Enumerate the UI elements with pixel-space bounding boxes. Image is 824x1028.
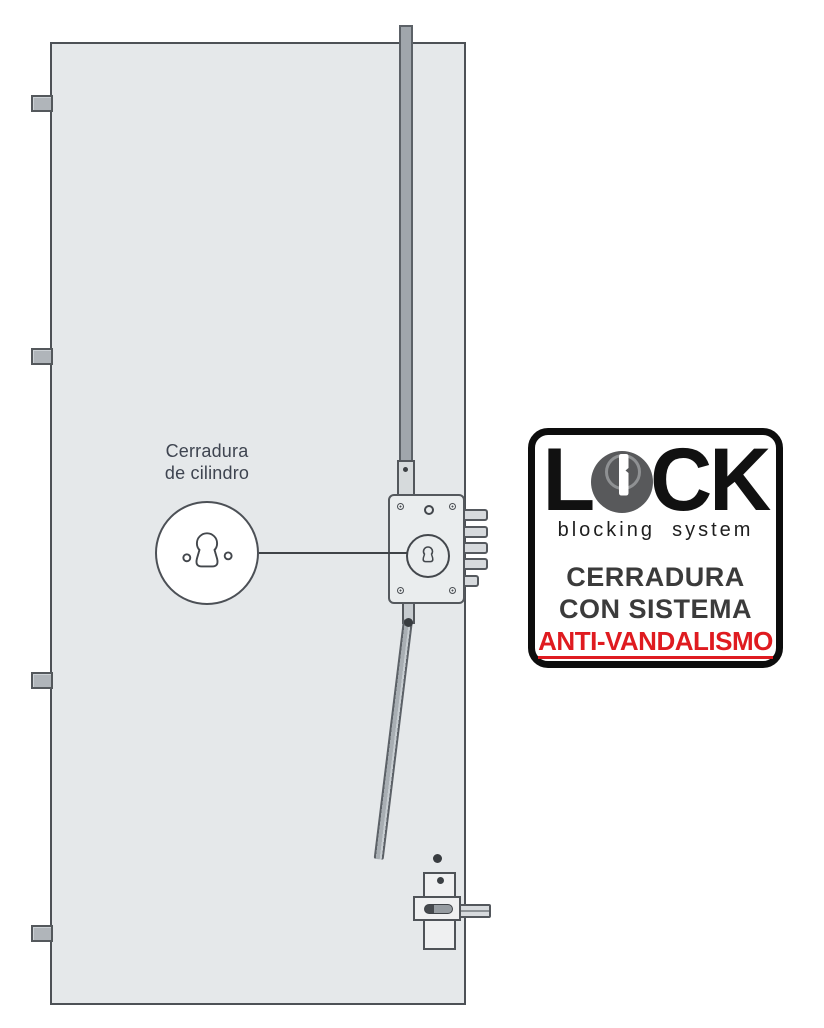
main-lock-body bbox=[388, 494, 465, 604]
hinge-icon bbox=[31, 348, 53, 365]
lock-face-icon bbox=[591, 451, 654, 513]
deadbolt bbox=[461, 558, 488, 570]
deadbolt bbox=[461, 542, 488, 554]
bottom-lock-mid-plate bbox=[413, 896, 461, 921]
door-label-line1: Cerradura bbox=[165, 441, 249, 461]
deadbolt bbox=[461, 526, 488, 538]
lock-logo-letter-ck: CK bbox=[650, 430, 771, 530]
pivot-dot-icon bbox=[433, 854, 442, 863]
screw-icon bbox=[403, 467, 408, 472]
screw-icon bbox=[397, 587, 404, 594]
door-label-line2: de cilindro bbox=[164, 463, 250, 483]
bottom-deadbolt bbox=[459, 904, 491, 918]
rod-upper-connector bbox=[397, 460, 415, 496]
pivot-dot-icon bbox=[404, 618, 413, 627]
cylinder-face bbox=[406, 534, 450, 578]
fixing-hole-icon bbox=[424, 505, 434, 515]
bottom-lock-upper-plate bbox=[423, 872, 456, 899]
bottom-lock-lower-plate bbox=[423, 919, 456, 950]
lock-logo-letter-l: L bbox=[542, 430, 596, 530]
screw-icon bbox=[437, 877, 444, 884]
hinge-icon bbox=[31, 95, 53, 112]
screw-icon bbox=[397, 503, 404, 510]
blocking-system-subtitle: blocking system bbox=[557, 519, 754, 541]
cylinder-keyhole-icon bbox=[422, 546, 434, 563]
badge-text-line2: CON SISTEMA bbox=[558, 594, 752, 624]
lock-logo: L CK bbox=[535, 430, 776, 530]
anti-vandalism-underlined-text: ANTI-VANDALISMO bbox=[538, 627, 773, 659]
badge-text-line3: ANTI-VANDALISMO bbox=[535, 627, 776, 659]
door-label: Cerradura de cilindro bbox=[107, 440, 307, 484]
callout-circle bbox=[155, 501, 259, 605]
screw-icon bbox=[449, 503, 456, 510]
top-locking-rod bbox=[399, 25, 413, 466]
bolt-slot-icon bbox=[424, 904, 453, 914]
hinge-icon bbox=[31, 672, 53, 689]
badge-text-line1: CERRADURA bbox=[566, 562, 745, 592]
lock-blocking-system-badge: L CK blocking system CERRADURA CON SISTE… bbox=[528, 428, 783, 668]
callout-line bbox=[259, 552, 407, 554]
cylinder-profile-icon bbox=[182, 532, 233, 568]
hinge-icon bbox=[31, 925, 53, 942]
deadbolt bbox=[461, 509, 488, 521]
screw-icon bbox=[449, 587, 456, 594]
